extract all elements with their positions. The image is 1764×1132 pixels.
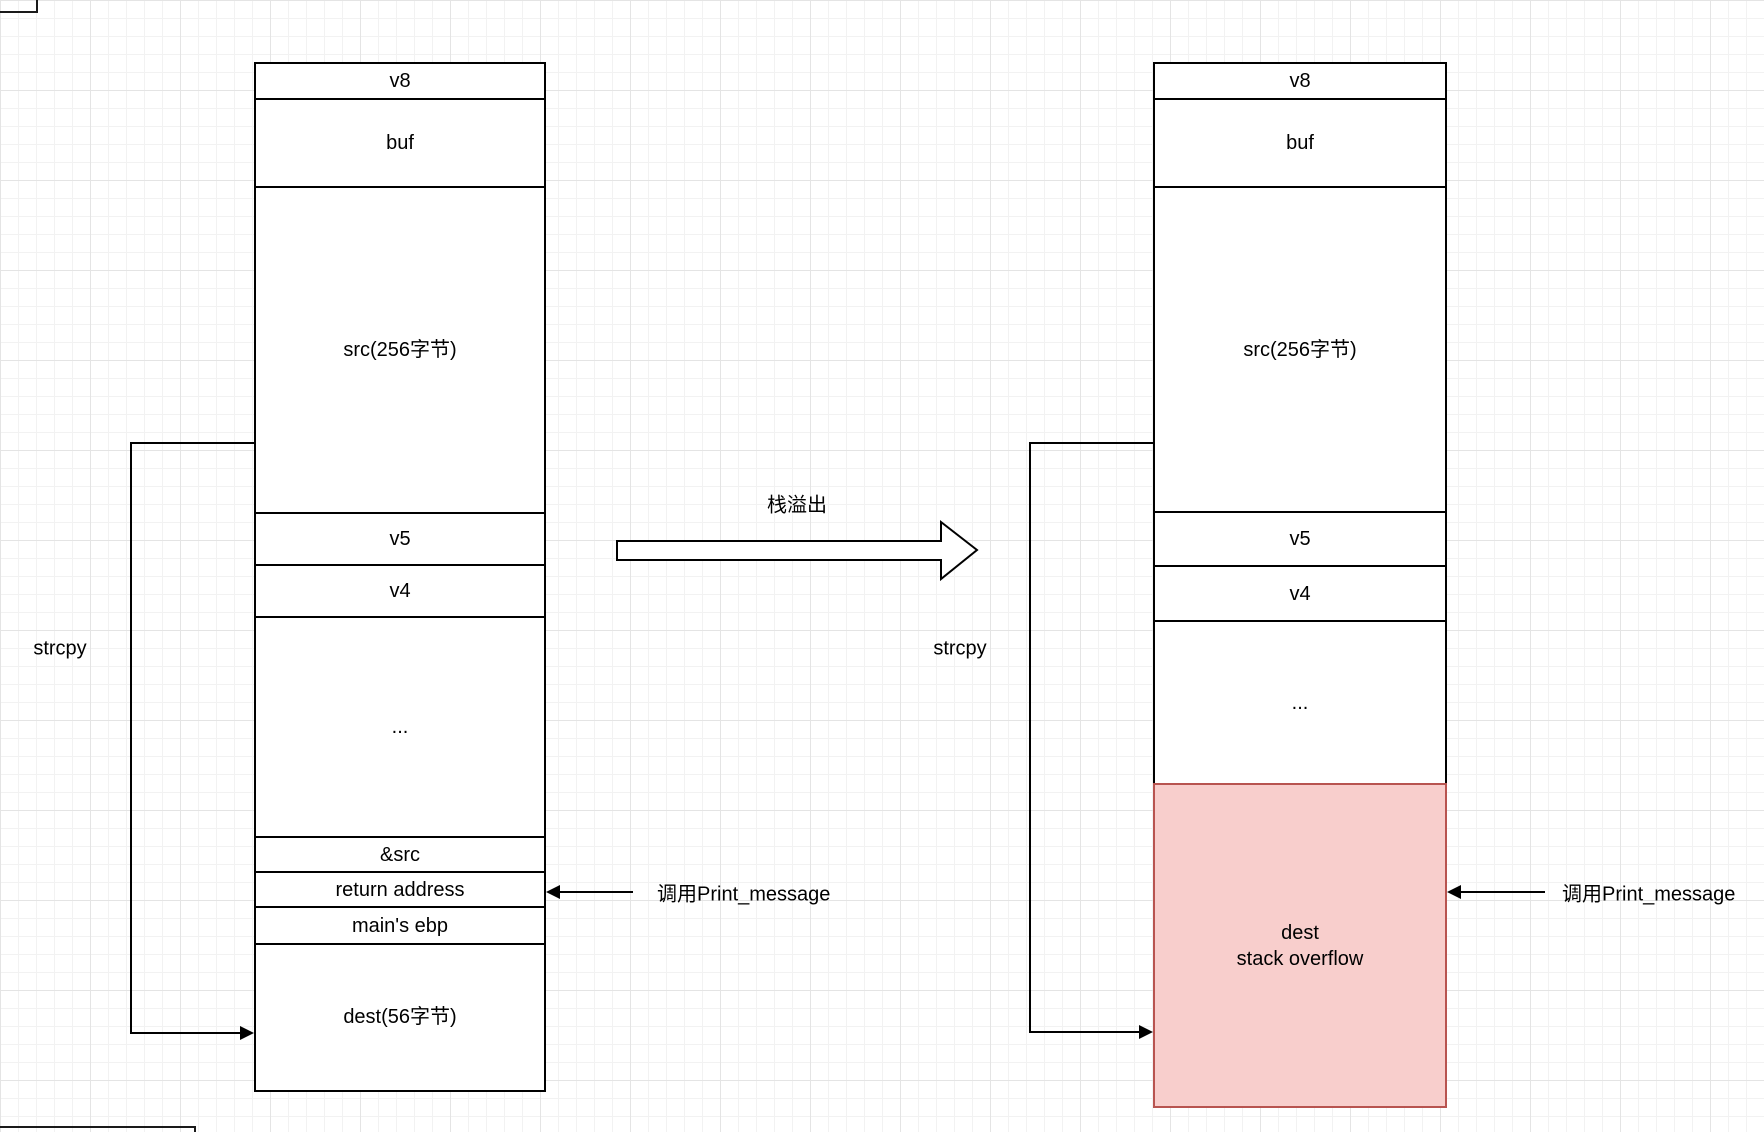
left-stack-row-v8: v8 — [256, 64, 544, 100]
left-strcpy-arrow — [130, 442, 254, 1040]
row-label: return address — [335, 878, 465, 901]
right-stack-row-buf: buf — [1155, 100, 1445, 188]
page-corner-bottom-left-horizontal — [0, 1126, 196, 1128]
right-call-label: 调用Print_message — [1562, 883, 1736, 906]
row-label: &src — [380, 843, 420, 866]
row-label: v5 — [389, 528, 411, 550]
overflow-block: dest stack overflow — [1153, 783, 1447, 1108]
right-strcpy-arrow — [1029, 442, 1153, 1039]
left-stack-row-v4: v4 — [256, 566, 544, 618]
row-label: src(256字节) — [343, 339, 457, 361]
overflow-arrow-label: 栈溢出 — [767, 494, 827, 517]
right-stack: v8 buf src(256字节) v5 v4 ... — [1153, 62, 1447, 785]
left-call-label: 调用Print_message — [657, 883, 831, 906]
row-label: v8 — [1289, 70, 1311, 92]
overflow-label-line1: dest — [1281, 921, 1319, 944]
row-label: ... — [1291, 691, 1309, 714]
page-corner-top-left-vertical — [36, 0, 38, 13]
left-stack-row-src: src(256字节) — [256, 188, 544, 514]
row-label: v8 — [389, 70, 411, 92]
row-label: ... — [391, 716, 409, 738]
row-label: buf — [1286, 132, 1314, 154]
left-stack-row-buf: buf — [256, 100, 544, 188]
right-stack-row-v4: v4 — [1155, 567, 1445, 622]
row-label: v5 — [1289, 528, 1311, 550]
left-stack-row-mains-ebp: main's ebp — [256, 908, 544, 945]
left-stack-row-src-addr: &src — [256, 838, 544, 873]
right-stack-row-ellipsis: ... — [1155, 622, 1445, 783]
left-stack-row-return-address: return address — [256, 873, 544, 908]
overflow-label-line2: stack overflow — [1236, 947, 1364, 970]
left-stack-row-dest: dest(56字节) — [256, 945, 544, 1088]
row-label: dest(56字节) — [343, 1005, 457, 1028]
right-stack-row-src: src(256字节) — [1155, 188, 1445, 513]
right-strcpy-label: strcpy — [933, 637, 987, 660]
page-corner-top-left-horizontal — [0, 11, 38, 13]
right-call-arrow — [1447, 885, 1545, 899]
row-label: main's ebp — [351, 914, 449, 937]
row-label: src(256字节) — [1243, 338, 1357, 361]
row-label: v4 — [389, 580, 411, 602]
page-corner-bottom-left-vertical — [194, 1126, 196, 1132]
left-call-arrow — [546, 885, 633, 899]
right-stack-row-v8: v8 — [1155, 64, 1445, 100]
left-strcpy-label: strcpy — [33, 637, 87, 660]
row-label: buf — [386, 132, 414, 154]
right-stack-row-v5: v5 — [1155, 513, 1445, 567]
row-label: v4 — [1289, 582, 1311, 605]
left-stack-row-ellipsis: ... — [256, 618, 544, 838]
stack-overflow-arrow — [616, 519, 979, 582]
left-stack: v8 buf src(256字节) v5 v4 ... &src return … — [254, 62, 546, 1092]
left-stack-row-v5: v5 — [256, 514, 544, 566]
